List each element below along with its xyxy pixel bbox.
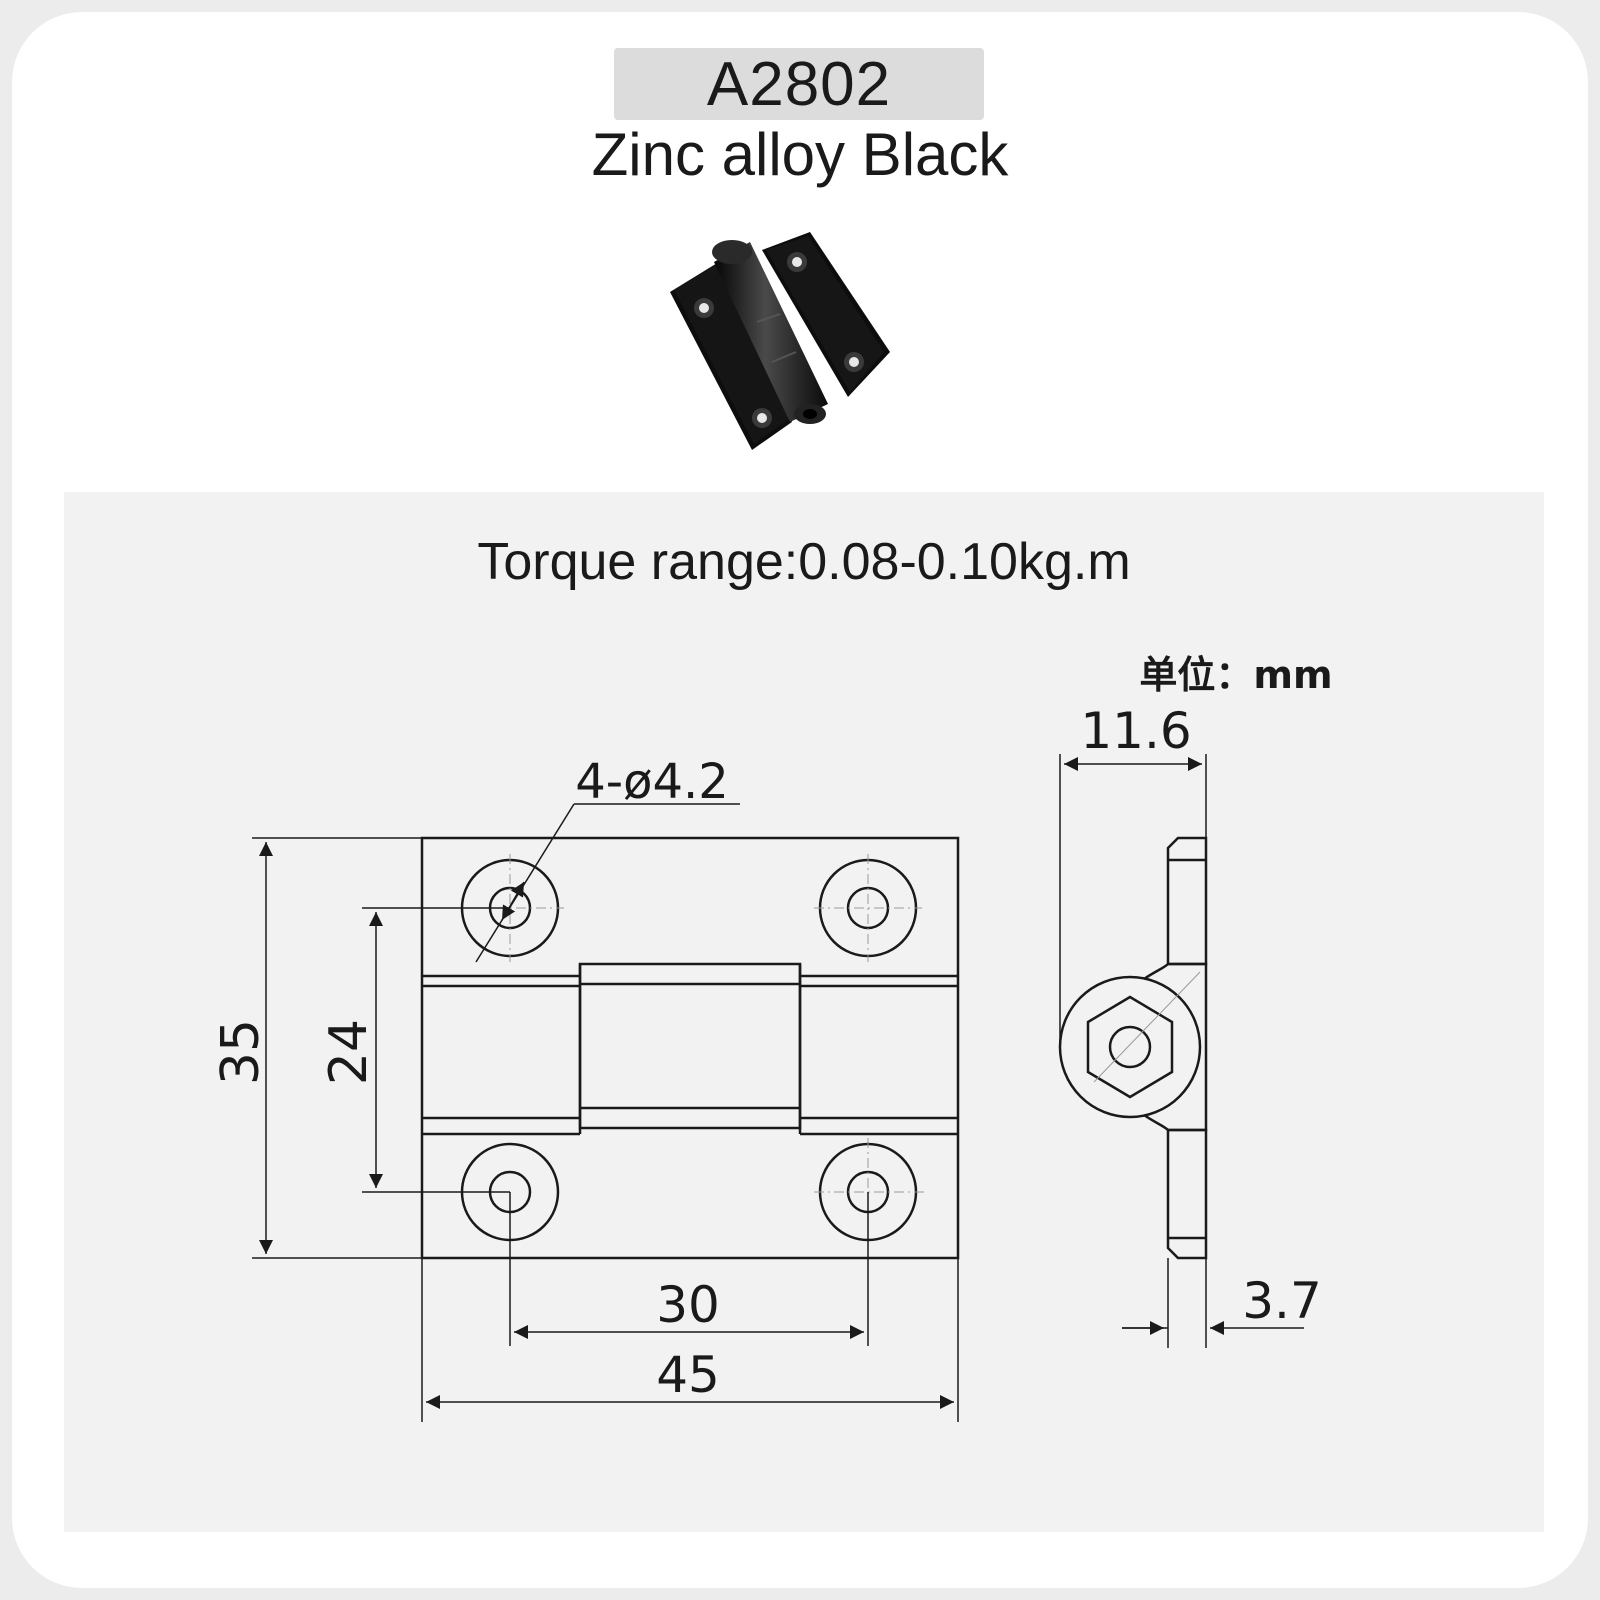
material-label: Zinc alloy Black — [591, 121, 1009, 188]
technical-drawing-panel: Torque range:0.08-0.10kg.m — [64, 492, 1544, 1532]
model-badge: A2802 — [614, 48, 984, 120]
unit-label: 单位：mm — [1139, 653, 1332, 697]
product-card: A2802 Zinc alloy Black Torque range: — [12, 12, 1588, 1588]
technical-drawing: 4-ø4.2 35 24 30 45 11.6 3.7 单位：mm — [211, 653, 1333, 1422]
hex-socket — [1086, 995, 1174, 1099]
knuckle — [578, 962, 802, 1130]
hinge-photo-icon — [670, 232, 890, 450]
dim-height-total: 35 — [211, 1019, 271, 1085]
hole-spec-label: 4-ø4.2 — [575, 754, 729, 810]
side-view — [1058, 836, 1208, 1260]
torque-range-label: Torque range:0.08-0.10kg.m — [477, 533, 1131, 591]
hinge-outline — [420, 836, 960, 1260]
model-number: A2802 — [706, 49, 892, 119]
dim-height-holes: 24 — [319, 1019, 379, 1085]
dim-side-depth: 11.6 — [1080, 702, 1191, 760]
dim-side-thickness: 3.7 — [1242, 1272, 1322, 1330]
dim-width-holes: 30 — [656, 1276, 720, 1334]
front-view — [420, 836, 960, 1260]
dim-width-total: 45 — [656, 1346, 720, 1404]
